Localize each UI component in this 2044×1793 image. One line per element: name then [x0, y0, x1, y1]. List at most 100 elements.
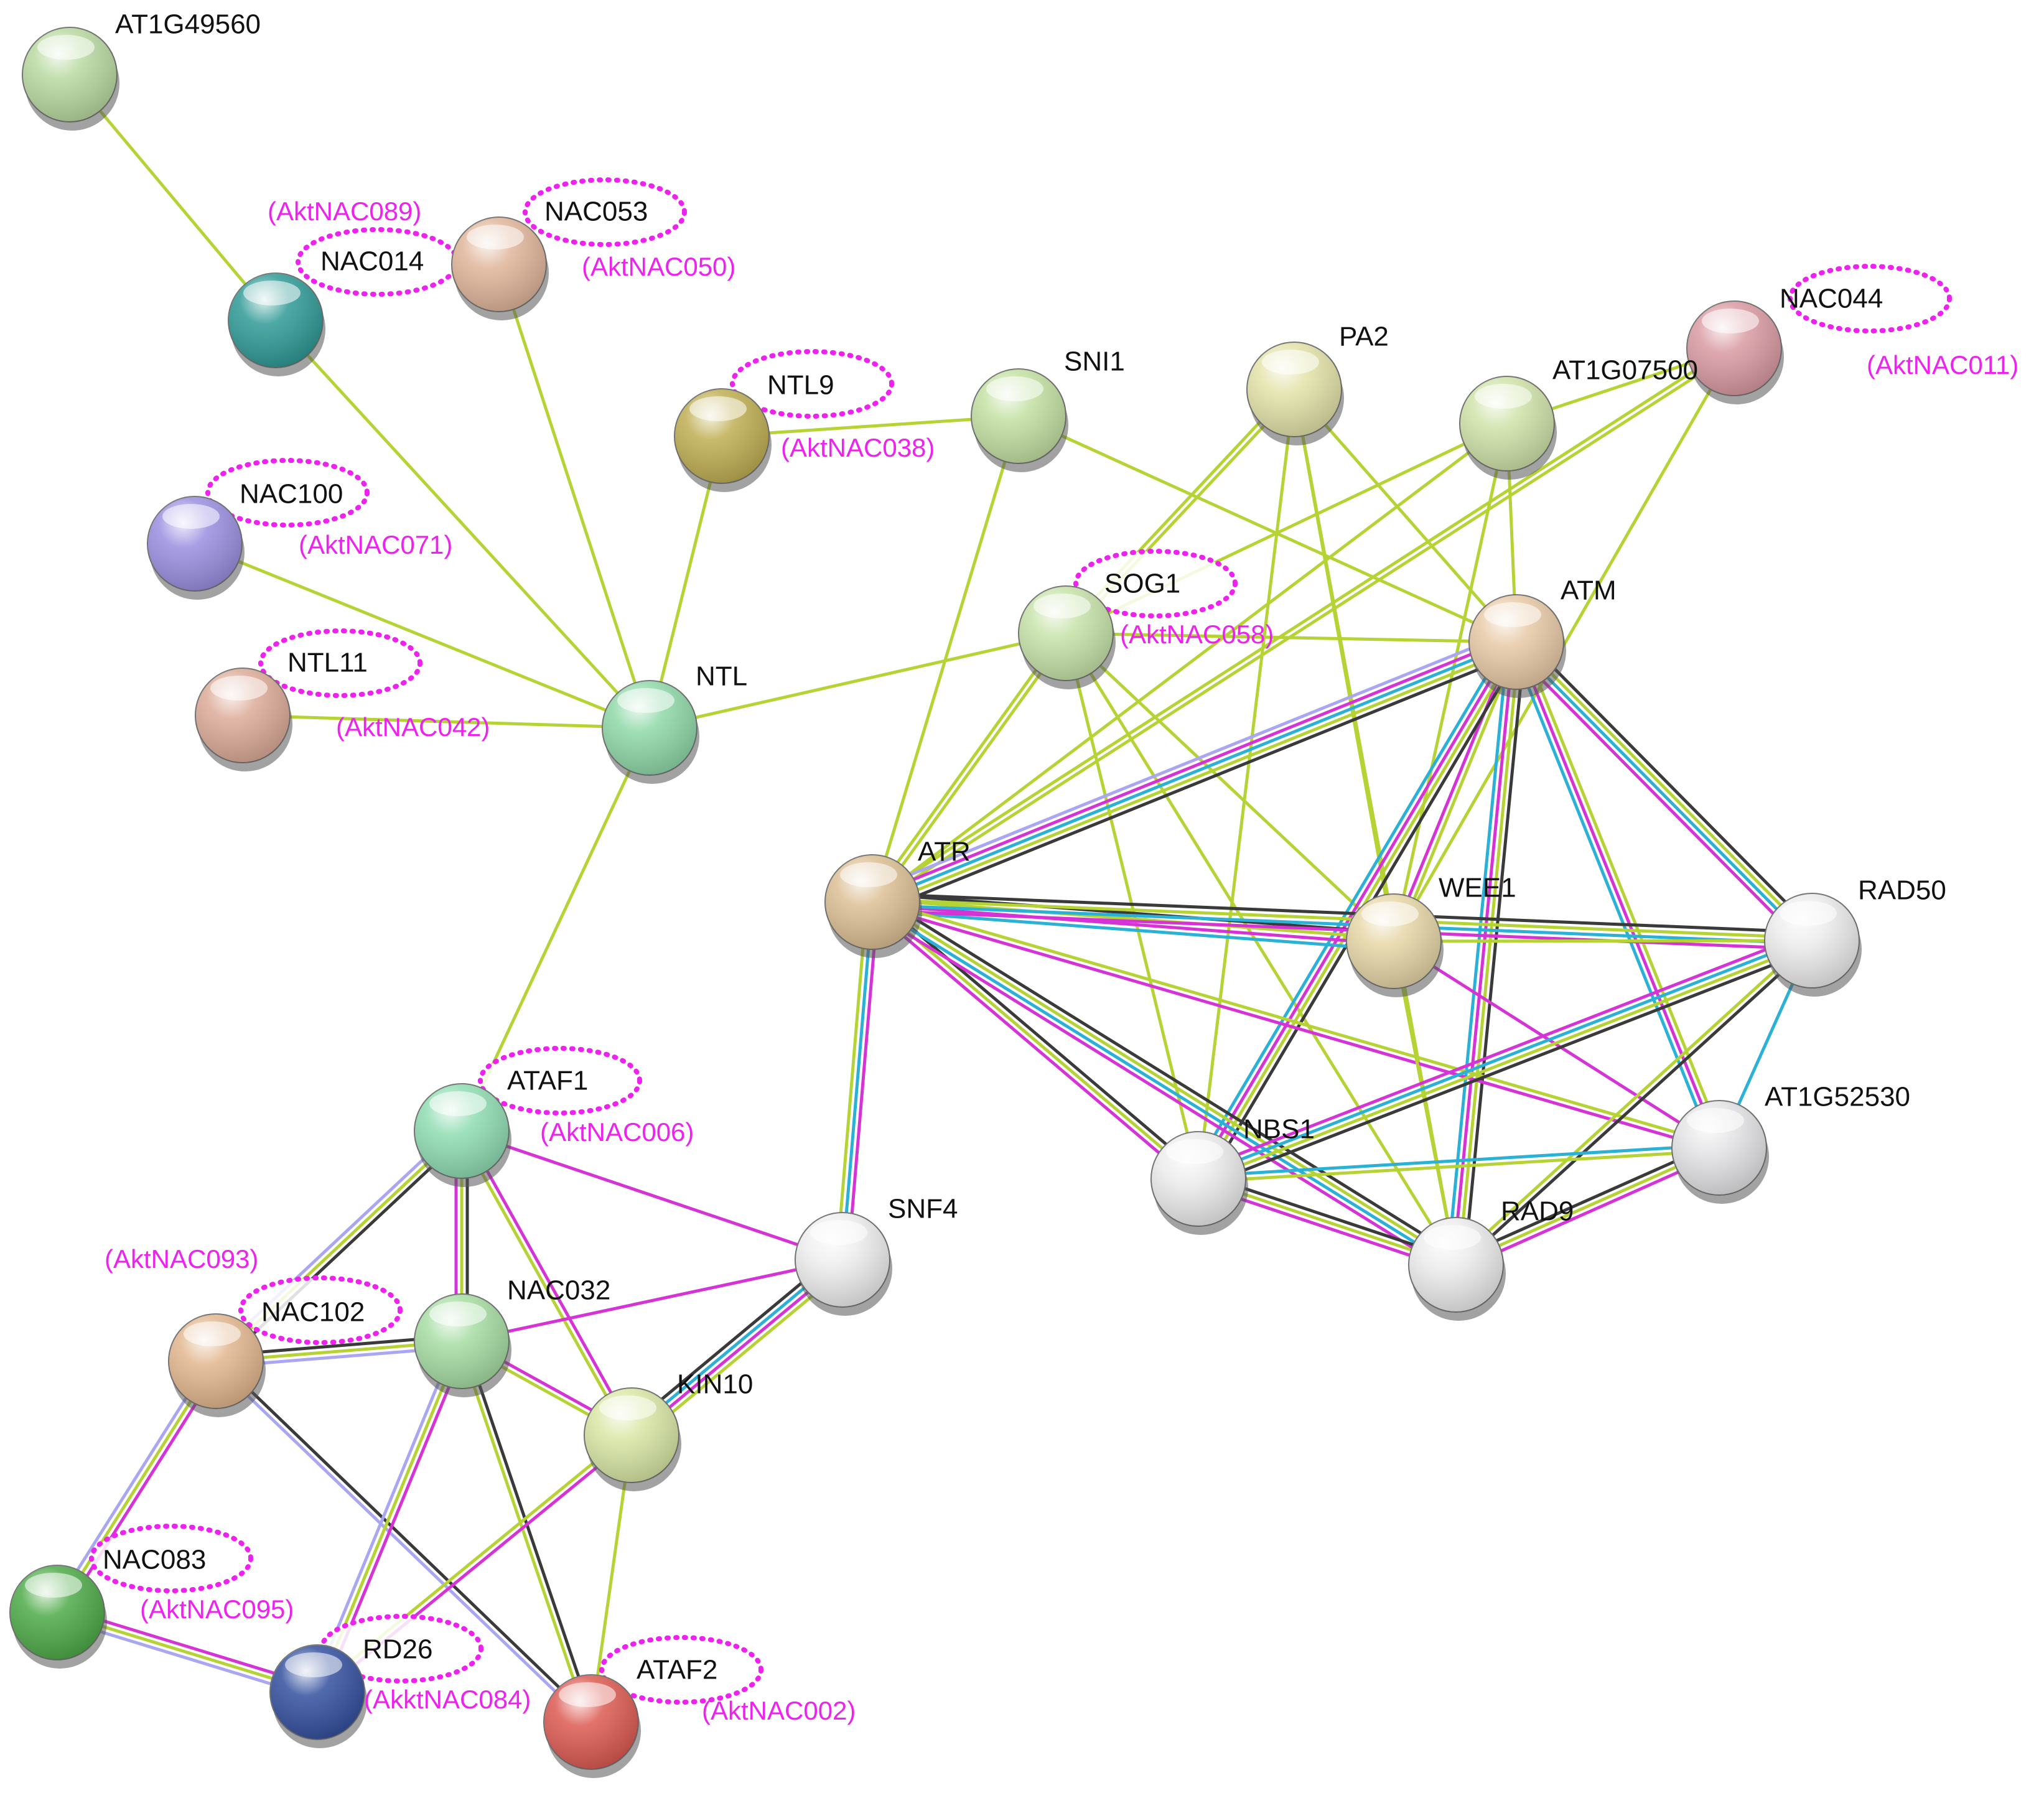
edge-NAC102-ATAF2	[212, 1358, 595, 1726]
node-atm[interactable]	[1468, 594, 1566, 698]
node-rd26[interactable]	[269, 1644, 367, 1748]
node-label-ntl9: NTL9	[767, 370, 834, 401]
edge-NAC053-NTL	[497, 263, 651, 730]
edge-WEE1-AT1G52530	[1392, 939, 1721, 1150]
node-ntl9[interactable]	[674, 388, 772, 492]
edge-line-yellowgreen	[868, 630, 1065, 902]
highlight-ring-sog1	[1073, 549, 1238, 618]
node-sog1[interactable]	[1018, 585, 1116, 689]
node-ntl11[interactable]	[195, 668, 292, 771]
edge-ATR-AT1G52530	[870, 898, 1722, 1152]
node-highlight	[243, 281, 301, 305]
node-nac044[interactable]	[1686, 300, 1784, 404]
node-highlight	[840, 862, 897, 887]
edge-line-cyan	[1195, 936, 1813, 1178]
edge-line-yellowgreen	[1197, 388, 1296, 1181]
node-label-at1g49560: AT1G49560	[115, 9, 261, 40]
highlight-ring-layer	[89, 177, 1952, 1705]
edge-line-yellowgreen	[457, 1340, 590, 1725]
edge-line-magenta	[1514, 640, 1721, 1150]
node-highlight	[689, 396, 747, 421]
node-ataf2[interactable]	[543, 1674, 641, 1778]
node-label-rad9: RAD9	[1501, 1196, 1574, 1227]
node-label-sog1: SOG1	[1104, 569, 1180, 599]
node-label-kin10: KIN10	[677, 1369, 753, 1400]
edge-line-black	[462, 1339, 595, 1723]
node-atr[interactable]	[824, 854, 922, 958]
edge-line-black	[1456, 941, 1816, 1269]
edge-line-magenta	[870, 903, 1396, 946]
node-label-sni1: SNI1	[1064, 347, 1125, 377]
edge-line-yellowgreen	[872, 349, 1737, 906]
node-kin10[interactable]	[584, 1387, 681, 1491]
edge-ATM-ATR	[866, 630, 1523, 915]
edge-line-black	[1521, 635, 1820, 937]
edge-line-magenta	[1193, 931, 1811, 1173]
node-nac102[interactable]	[168, 1313, 266, 1417]
node-sni1[interactable]	[971, 368, 1068, 472]
edge-line-yellowgreen	[870, 898, 1396, 941]
node-label-atr: ATR	[918, 837, 971, 867]
edge-line-black	[874, 896, 1204, 1176]
edge-line-black	[875, 893, 1462, 1260]
node-ataf1[interactable]	[414, 1083, 511, 1187]
node-nac014[interactable]	[228, 272, 325, 376]
edge-line-yellowgreen	[1064, 631, 1396, 943]
node-label-nbs1: NBS1	[1243, 1114, 1315, 1145]
node-label-nac100: NAC100	[240, 479, 343, 510]
node-at1g49560[interactable]	[22, 27, 119, 131]
edge-ATR-RAD50	[870, 892, 1814, 951]
node-highlight	[1702, 309, 1759, 333]
node-rad9[interactable]	[1408, 1217, 1506, 1321]
edge-line-black	[875, 651, 1523, 915]
edge-ATM-RAD50	[1508, 635, 1820, 948]
node-nac032[interactable]	[414, 1293, 511, 1397]
highlight-ring-nac053	[523, 177, 687, 247]
node-rad50[interactable]	[1764, 893, 1862, 997]
node-highlight	[1687, 1108, 1744, 1133]
node-at1g07500[interactable]	[1459, 376, 1557, 480]
highlight-ring-ataf2	[599, 1635, 763, 1705]
node-nac053[interactable]	[451, 217, 549, 320]
node-highlight	[617, 688, 674, 713]
node-nac083[interactable]	[9, 1565, 107, 1669]
alias-label-nac053: (AktNAC050)	[582, 252, 735, 281]
edge-line-magenta	[869, 635, 1516, 899]
edge-line-magenta	[1452, 640, 1516, 1267]
edge-ATR-RAD9	[866, 893, 1462, 1274]
edge-line-yellowgreen	[872, 898, 1459, 1264]
node-highlight	[25, 1573, 82, 1598]
edge-SOG1-WEE1	[1064, 631, 1396, 943]
node-pa2[interactable]	[1246, 342, 1344, 445]
node-highlight	[1424, 1225, 1481, 1250]
edge-line-yellowgreen	[871, 898, 1722, 1147]
node-highlight	[1475, 384, 1532, 409]
edge-PA2-ATM	[1292, 388, 1518, 644]
node-ntl[interactable]	[602, 680, 699, 784]
label-layer: AT1G49560NAC014(AktNAC089)NAC053(AktNAC0…	[103, 9, 2018, 1725]
edge-line-cyan	[1510, 642, 1716, 1152]
node-label-ntl11: NTL11	[287, 648, 368, 678]
edge-line-yellowgreen	[1516, 638, 1816, 941]
edge-line-lavender	[212, 1361, 591, 1726]
highlight-ring-nac100	[205, 458, 370, 528]
edge-line-yellowgreen	[497, 263, 651, 730]
node-label-rad50: RAD50	[1858, 875, 1946, 906]
edge-NBS1-AT1G52530	[1197, 1143, 1721, 1183]
node-label-rd26: RD26	[363, 1634, 433, 1665]
node-label-nac014: NAC014	[320, 246, 424, 277]
edge-ATAF1-KIN10	[457, 1128, 636, 1438]
node-at1g52530[interactable]	[1671, 1100, 1769, 1204]
node-highlight	[184, 1321, 241, 1346]
edge-line-magenta	[1392, 939, 1721, 1150]
node-label-wee1: WEE1	[1439, 873, 1516, 903]
node-nbs1[interactable]	[1150, 1131, 1248, 1235]
node-nac100[interactable]	[147, 496, 245, 600]
highlight-ring-nac083	[89, 1524, 253, 1593]
node-highlight	[1166, 1139, 1223, 1164]
node-wee1[interactable]	[1346, 893, 1444, 997]
node-label-at1g52530: AT1G52530	[1765, 1082, 1910, 1112]
node-snf4[interactable]	[795, 1212, 892, 1316]
alias-label-nac014: (AktNAC089)	[268, 197, 421, 226]
